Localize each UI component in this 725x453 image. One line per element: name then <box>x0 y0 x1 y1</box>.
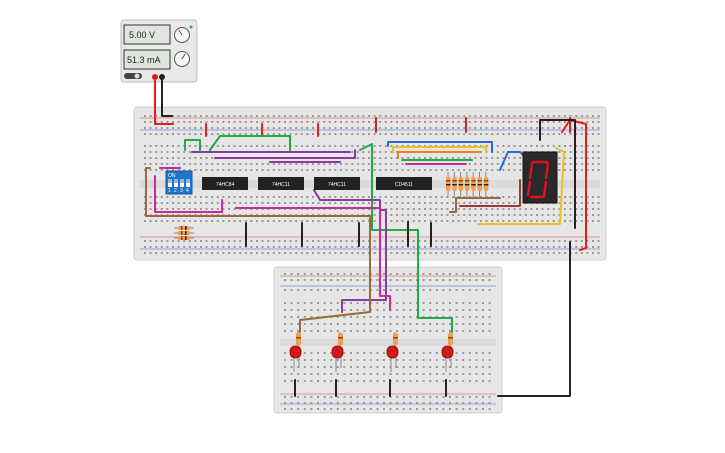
wire-magenta-long[interactable] <box>235 207 391 311</box>
wire-purple-long[interactable] <box>313 189 387 313</box>
secondary-breadboard[interactable] <box>273 266 503 414</box>
wire-brown-right[interactable] <box>449 197 501 213</box>
resistor[interactable] <box>338 333 343 345</box>
seven-segment-digit <box>526 160 553 200</box>
current-display <box>123 49 171 70</box>
led-red[interactable] <box>289 345 302 359</box>
chip-label: 74HC11 <box>328 182 346 188</box>
chip-body <box>202 177 248 190</box>
led-array[interactable] <box>289 332 454 372</box>
secondary-center-channel <box>280 339 496 346</box>
dip-switch-toggles[interactable] <box>168 179 190 187</box>
wire-orange-top[interactable] <box>397 151 481 159</box>
wire-psu-positive[interactable] <box>154 76 174 125</box>
seven-segment-display[interactable] <box>522 151 558 204</box>
center-channel <box>140 180 600 188</box>
power-supply[interactable]: 5.00 V 51.3 mA <box>120 19 198 83</box>
wire-purple-2[interactable] <box>214 149 356 159</box>
voltage-display <box>123 24 171 45</box>
secondary-breadboard-holes[interactable] <box>284 273 491 410</box>
wire-green-top[interactable] <box>209 135 291 151</box>
dip-position-4: 4 <box>186 188 189 194</box>
chip-label: CD4511 <box>395 182 413 188</box>
led-red[interactable] <box>441 345 454 359</box>
dip-position-1: 1 <box>168 188 171 194</box>
wire-green-short[interactable] <box>184 139 201 151</box>
dip-switch-body <box>165 170 193 195</box>
wire-magenta-left[interactable] <box>154 175 223 213</box>
wire-psu-negative[interactable] <box>161 76 173 117</box>
dip-position-2: 2 <box>174 188 177 194</box>
chip-74hc11-a[interactable]: 74HC11 <box>258 177 304 190</box>
resistor[interactable] <box>393 333 398 345</box>
dip-switch[interactable]: ON 1 2 3 4 <box>165 170 193 195</box>
chip-label: 74HC84 <box>216 182 235 188</box>
wire-green-long[interactable] <box>359 143 453 333</box>
resistor[interactable] <box>178 226 190 230</box>
wire-black-right[interactable] <box>539 119 576 229</box>
wire-red-right[interactable] <box>561 119 587 251</box>
chip-74hc84[interactable]: 74HC84 <box>202 177 248 190</box>
resistor[interactable] <box>448 333 453 345</box>
voltage-readout: 5.00 V <box>129 30 155 40</box>
wires[interactable] <box>145 76 587 397</box>
led-red[interactable] <box>331 345 344 359</box>
wire-brown-long[interactable] <box>145 167 371 333</box>
chip-body <box>258 177 304 190</box>
power-indicator-icon <box>189 25 193 29</box>
current-readout: 51.3 mA <box>127 55 161 65</box>
resistor[interactable] <box>296 333 301 345</box>
chip-cd4511[interactable]: CD4511 <box>376 177 432 190</box>
wire-black-ground-link[interactable] <box>497 241 571 397</box>
chip-body <box>314 177 360 190</box>
resistor[interactable] <box>178 236 190 240</box>
wire-blue-top[interactable] <box>387 141 493 153</box>
chip-label: 74HC11 <box>272 182 290 188</box>
wire-yellow-display[interactable] <box>477 147 565 225</box>
chip-74hc11-b[interactable]: 74HC11 <box>314 177 360 190</box>
wire-yellow-top[interactable] <box>392 146 487 153</box>
led-red[interactable] <box>386 345 399 359</box>
resistor-bank[interactable] <box>446 172 489 198</box>
left-resistors[interactable] <box>174 226 194 240</box>
dip-position-3: 3 <box>180 188 183 194</box>
dip-switch-on-label: ON <box>168 173 176 179</box>
wire-darkred-right[interactable] <box>459 179 521 207</box>
resistor[interactable] <box>178 231 190 235</box>
chip-body <box>376 177 432 190</box>
